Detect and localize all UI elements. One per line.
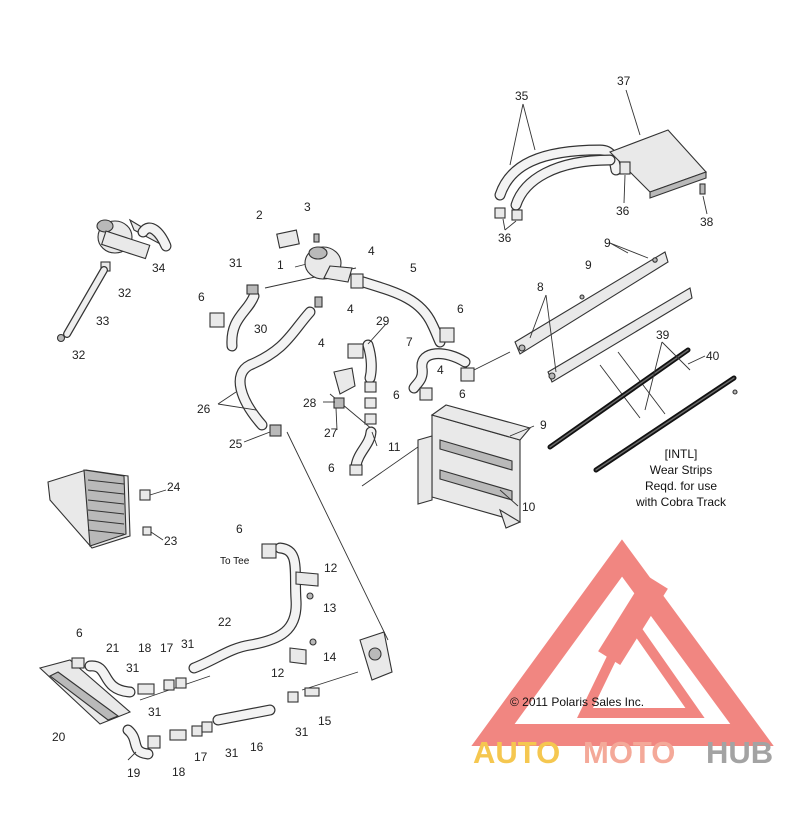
copyright-note: © 2011 Polaris Sales Inc. (510, 695, 644, 709)
callout-35: 35 (515, 89, 529, 103)
callout-15: 15 (318, 714, 332, 728)
callout-29: 29 (376, 314, 390, 328)
callout-6c: 6 (393, 388, 400, 402)
clamp-12 (289, 571, 319, 665)
callout-31a: 31 (229, 256, 243, 270)
callout-8: 8 (537, 280, 544, 294)
callout-leaders (127, 89, 708, 761)
callout-36a: 36 (616, 204, 630, 218)
callout-33: 33 (96, 314, 110, 328)
callout-9a: 9 (604, 236, 611, 250)
thermostat-14 (359, 631, 393, 681)
callout-3: 3 (304, 200, 311, 214)
callout-36b: 36 (498, 231, 512, 245)
callout-16: 16 (250, 740, 264, 754)
callout-25: 25 (229, 437, 243, 451)
callout-31c: 31 (181, 637, 195, 651)
intl-note-line4: with Cobra Track (635, 495, 727, 509)
intl-note-line1: [INTL] (665, 447, 698, 461)
coolant-bottle-assembly-left (56, 218, 172, 343)
callout-11: 11 (388, 440, 401, 454)
callout-14: 14 (323, 650, 337, 664)
callout-22: 22 (218, 615, 232, 629)
callout-6g: 6 (76, 626, 83, 640)
callout-9b: 9 (585, 258, 592, 272)
callout-12b: 12 (271, 666, 285, 680)
hose-22 (188, 542, 302, 674)
hose-21 (84, 660, 187, 698)
callout-6e: 6 (328, 461, 335, 475)
cooler-rail-8 (514, 251, 693, 383)
callout-17b: 17 (194, 750, 208, 764)
radiator-10 (417, 404, 531, 529)
callout-7: 7 (406, 335, 413, 349)
callout-4a: 4 (368, 244, 375, 258)
hose-7 (408, 348, 475, 401)
callout-24: 24 (167, 480, 181, 494)
callout-23: 23 (164, 534, 178, 548)
hose-16 (169, 687, 320, 741)
callout-9c: 9 (540, 418, 547, 432)
callout-4b: 4 (347, 302, 354, 316)
hose-26 (234, 306, 316, 437)
callout-6b: 6 (457, 302, 464, 316)
callout-37: 37 (617, 74, 631, 88)
callout-18a: 18 (138, 641, 152, 655)
callout-40: 40 (706, 349, 720, 363)
hose-30 (209, 284, 260, 352)
callout-34: 34 (152, 261, 166, 275)
callout-20: 20 (52, 730, 66, 744)
heat-exchanger-20 (38, 657, 161, 760)
heat-exchanger-24 (47, 469, 152, 549)
callout-5: 5 (410, 261, 417, 275)
callout-10: 10 (522, 500, 536, 514)
callout-6f: 6 (236, 522, 243, 536)
coolant-bottle-assembly-center (276, 229, 353, 308)
intl-note: [INTL] Wear Strips Reqd. for use with Co… (635, 447, 727, 509)
callout-27: 27 (324, 426, 338, 440)
callout-6a: 6 (198, 290, 205, 304)
hose-5 (350, 273, 455, 348)
callout-19: 19 (127, 766, 141, 780)
callout-39: 39 (656, 328, 670, 342)
callout-labels: 1 2 3 4 4 4 4 5 6 6 6 6 6 6 6 7 8 9 9 9 … (52, 74, 720, 780)
callout-1: 1 (277, 258, 284, 272)
callout-31d: 31 (148, 705, 162, 719)
callout-21: 21 (106, 641, 120, 655)
callout-32a: 32 (118, 286, 132, 300)
callout-31e: 31 (225, 746, 239, 760)
callout-13: 13 (323, 601, 337, 615)
intl-note-line2: Wear Strips (650, 463, 712, 477)
callout-4c: 4 (318, 336, 325, 350)
callout-12a: 12 (324, 561, 338, 575)
watermark-logo: AUTO MOTO HUB (471, 539, 774, 770)
callout-6d: 6 (459, 387, 466, 401)
callout-2: 2 (256, 208, 263, 222)
watermark-word-hub: HUB (706, 735, 773, 770)
callout-4d: 4 (437, 363, 444, 377)
wear-strips-39 (547, 347, 738, 473)
callout-38: 38 (700, 215, 714, 229)
watermark-word-moto: MOTO (583, 735, 675, 770)
hose-29-11 (333, 339, 377, 476)
callout-18b: 18 (172, 765, 186, 779)
callout-28: 28 (303, 396, 317, 410)
callout-17a: 17 (160, 641, 174, 655)
callout-26: 26 (197, 402, 211, 416)
callout-31f: 31 (295, 725, 309, 739)
callout-32b: 32 (72, 348, 86, 362)
callout-31b: 31 (126, 661, 140, 675)
to-tee-note: To Tee (220, 556, 250, 567)
callout-30: 30 (254, 322, 268, 336)
watermark-word-auto: AUTO (473, 735, 560, 770)
rear-cooler-assembly (494, 129, 707, 221)
intl-note-line3: Reqd. for use (645, 479, 717, 493)
